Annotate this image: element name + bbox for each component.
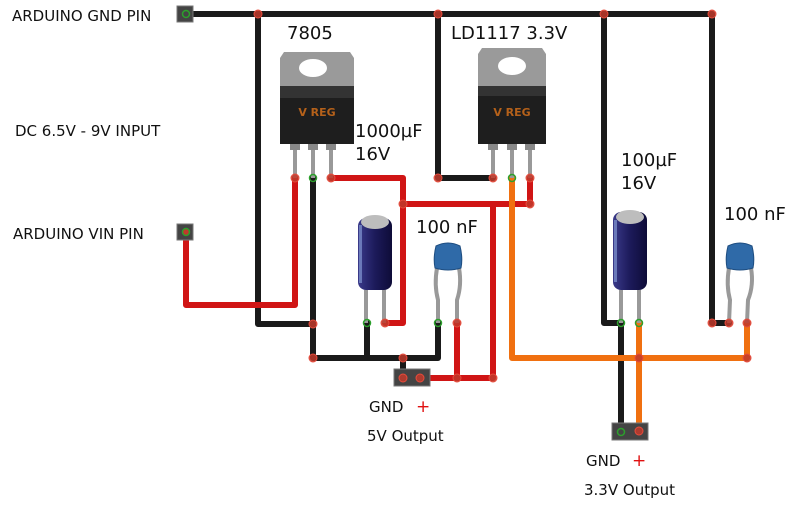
3v3-output-gnd-label: GND (586, 452, 620, 470)
electrolytic-capacitor-1000uf (358, 215, 392, 323)
capacitor-100uf-voltage: 16V (621, 173, 657, 194)
regulator-7805: V REG (280, 52, 354, 178)
vin-wire (183, 175, 298, 308)
regulator-marking: V REG (298, 106, 335, 119)
orange-wires (509, 175, 750, 434)
dc-input-label: DC 6.5V - 9V INPUT (15, 122, 161, 140)
pin-dots (308, 173, 644, 328)
arduino-vin-label: ARDUINO VIN PIN (13, 225, 144, 243)
ground-wire-left-vertical (255, 11, 316, 327)
arduino-gnd-label: ARDUINO GND PIN (12, 7, 151, 25)
regulator-marking: V REG (493, 106, 530, 119)
capacitor-1000uf-value: 1000µF (355, 121, 423, 142)
ground-wire-7805-gnd (310, 175, 441, 361)
5v-output-label: 5V Output (367, 427, 444, 445)
ground-wire-cap2 (601, 11, 624, 434)
5v-output-gnd-label: GND (369, 398, 403, 416)
ceramic-capacitor-2 (725, 242, 755, 324)
ceramic-capacitor-1 (433, 242, 463, 323)
capacitor-100uf-value: 100µF (621, 150, 677, 171)
ceramic-capacitor-2-value: 100 nF (724, 204, 786, 225)
capacitor-1000uf-voltage: 16V (355, 144, 391, 165)
electrolytic-capacitor-100uf (613, 210, 647, 323)
junction-dots (253, 9, 752, 436)
regulator-7805-label: 7805 (287, 23, 333, 44)
regulator-ld1117-label: LD1117 3.3V (451, 23, 568, 44)
regulator-ld1117: V REG (478, 48, 546, 178)
3v3-output-plus-label: + (632, 451, 646, 471)
3v3-output-label: 3.3V Output (584, 481, 675, 499)
ceramic-capacitor-1-value: 100 nF (416, 217, 478, 238)
5v-wire-reg-out (328, 175, 406, 326)
5v-output-plus-label: + (416, 397, 430, 417)
arduino-vin-connector[interactable] (176, 223, 194, 241)
arduino-gnd-connector[interactable] (176, 5, 194, 23)
3v3-wire-main (509, 175, 750, 361)
